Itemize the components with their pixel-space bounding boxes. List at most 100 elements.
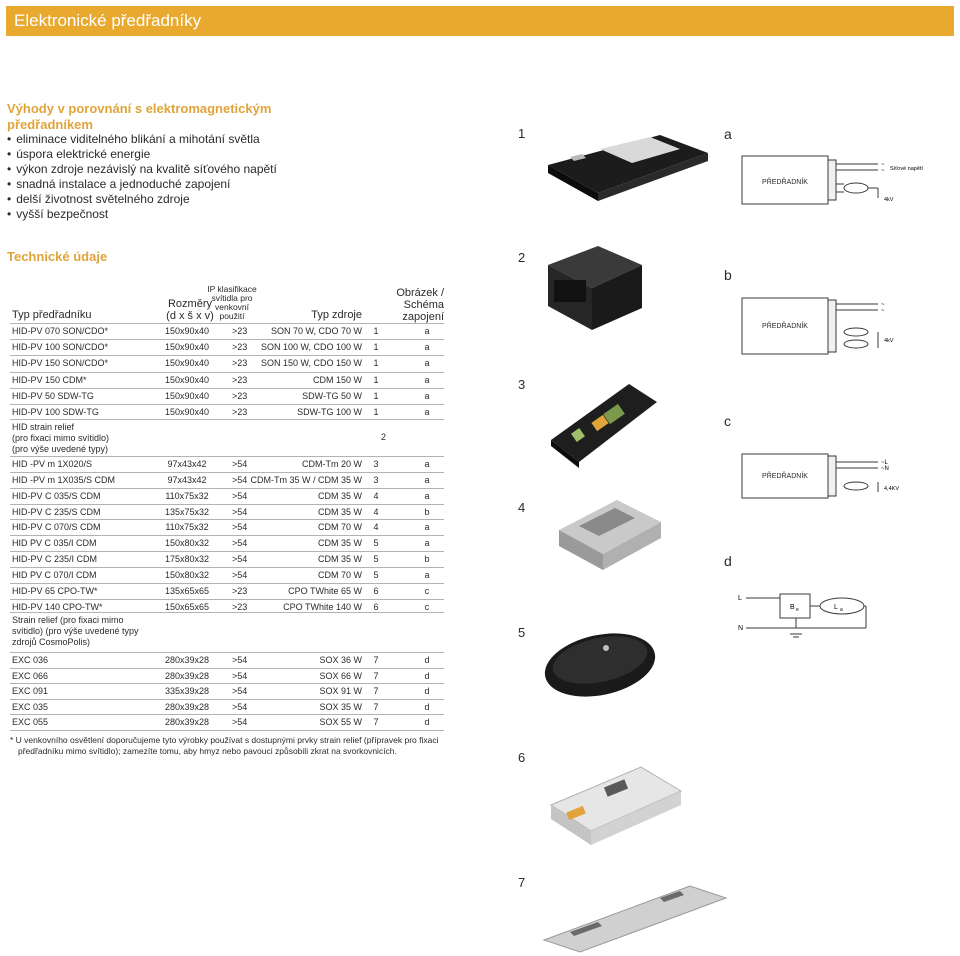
ip-rating: >23	[232, 390, 248, 401]
schematic-b-phase: ~	[881, 302, 885, 308]
figure-ref: 7	[373, 701, 379, 712]
ip-rating: >23	[232, 374, 248, 385]
schematic-ref: d	[424, 655, 430, 665]
lamp-type: CDM 35 W	[317, 538, 362, 549]
ballast-type: HID PV C 070/I CDM	[12, 569, 97, 580]
figure-ref: 1	[373, 390, 379, 401]
row-divider	[10, 598, 444, 600]
ip-rating: >54	[232, 686, 248, 697]
schematic-ref: a	[424, 474, 430, 485]
ip-rating: >23	[232, 601, 248, 612]
row-divider	[10, 404, 444, 405]
schematic-ref: d	[424, 717, 430, 728]
schematic-d-b: B	[790, 604, 795, 611]
schematic-b-neutral: ~	[881, 308, 885, 314]
schematic-a-kv: 4kV	[884, 197, 894, 203]
schematic-ref: a	[424, 538, 430, 549]
schematic-letter-c: c	[724, 413, 731, 429]
row-divider	[10, 535, 444, 537]
schematic-ref: a	[424, 342, 430, 353]
schematic-d-n: N	[738, 625, 743, 632]
ip-rating: >54	[232, 554, 248, 565]
dimensions: 110x75x32	[165, 490, 209, 501]
ip-rating: >23	[232, 585, 248, 596]
lamp-type: SOX 55 W	[319, 717, 362, 728]
ballast-type: EXC 035	[12, 701, 49, 712]
row-divider	[10, 419, 444, 420]
schematic-d-la: L	[834, 604, 838, 611]
dimensions: 150x90x40	[164, 342, 210, 353]
dimensions: 150x65x65	[164, 601, 210, 612]
ballast-type: HID-PV 140 CPO-TW*	[12, 601, 103, 612]
dimensions: 150x90x40	[164, 390, 210, 401]
schematic-ref: a	[424, 522, 430, 533]
lamp-type: CDM 35 W	[317, 506, 362, 517]
row-divider	[10, 582, 444, 584]
schematic-b-ballast-label: PŘEDŘADNÍK	[762, 321, 808, 330]
strain-relief-1-label: HID strain relief(pro fixaci mimo svítid…	[12, 422, 110, 454]
row-divider	[10, 667, 444, 669]
figure-ref: 3	[373, 459, 379, 469]
schematic-a-mains: Síťové napětí	[890, 166, 923, 172]
figure-ref: 6	[373, 601, 379, 612]
ballast-type: HID-PV 150 CDM*	[12, 374, 87, 385]
lamp-type: CDM 70 W	[317, 522, 362, 533]
schematic-ref: a	[424, 374, 430, 385]
ip-rating: >54	[232, 655, 248, 665]
lamp-type: SDW-TG 50 W	[302, 390, 362, 401]
figure-number-7: 7	[518, 875, 526, 890]
ballast-type: EXC 091	[12, 686, 49, 697]
product-image-2	[548, 246, 642, 330]
advantage-item: delší životnost světelného zdroje	[7, 192, 277, 207]
lamp-type: CPO TWhite 65 W	[288, 585, 362, 596]
product-image-6	[549, 766, 683, 845]
dimensions: 135x65x65	[164, 585, 210, 596]
ip-rating: >54	[232, 717, 248, 728]
schematic-c: PŘEDŘADNÍK ~L ~N 4,4KV	[741, 453, 899, 499]
dimensions: 150x80x32	[164, 538, 210, 549]
row-divider	[10, 683, 444, 685]
header-fig: Obrázek /Schéma zapojení	[396, 287, 444, 323]
dimensions: 280x39x28	[164, 701, 210, 712]
schematic-ref: b	[424, 554, 430, 565]
dimensions: 110x75x32	[165, 522, 209, 533]
ballast-type: EXC 055	[12, 717, 49, 728]
lamp-type: SDW-TG 100 W	[297, 407, 362, 417]
ballast-type: HID-PV 65 CPO-TW*	[12, 585, 98, 596]
schematic-ref: a	[424, 569, 430, 580]
row-divider	[10, 730, 444, 731]
schematic-letter-d: d	[724, 553, 732, 569]
ballast-type: HID-PV C 235/I CDM	[12, 554, 98, 565]
lamp-type: SOX 36 W	[319, 655, 362, 665]
schematic-ref: a	[424, 390, 430, 401]
ip-rating: >54	[232, 506, 248, 517]
lamp-type: CDM 70 W	[317, 569, 362, 580]
figure-ref: 7	[373, 717, 379, 728]
row-divider	[10, 387, 444, 389]
schematic-ref: c	[424, 601, 430, 612]
row-divider	[10, 612, 444, 613]
lamp-type: SON 100 W, CDO 100 W	[260, 342, 362, 353]
ip-rating: >54	[232, 538, 248, 549]
row-divider	[10, 487, 444, 489]
row-divider	[10, 566, 444, 568]
lamp-type: CDM 35 W	[317, 490, 362, 501]
ballast-type: HID-PV C 070/S CDM	[12, 522, 101, 533]
figure-ref: 5	[373, 538, 379, 549]
figure-ref: 1	[373, 407, 379, 417]
schematic-c-neutral: ~N	[881, 466, 889, 472]
dimensions: 150x90x40	[164, 407, 210, 417]
tech-title: Technické údaje	[7, 249, 108, 264]
schematic-ref: b	[424, 506, 430, 517]
ballast-type: HID-PV C 035/S CDM	[12, 490, 101, 501]
figure-ref: 1	[373, 358, 379, 369]
header-type: Typ předřadníku	[12, 309, 92, 321]
ip-rating: >54	[232, 701, 248, 712]
ballast-type: HID-PV 070 SON/CDO*	[12, 326, 109, 336]
figure-ref: 4	[373, 522, 379, 533]
schematic-c-phase: ~L	[881, 460, 889, 466]
schematic-ref: d	[424, 686, 430, 697]
advantage-item: snadná instalace a jednoduché zapojení	[7, 177, 277, 192]
